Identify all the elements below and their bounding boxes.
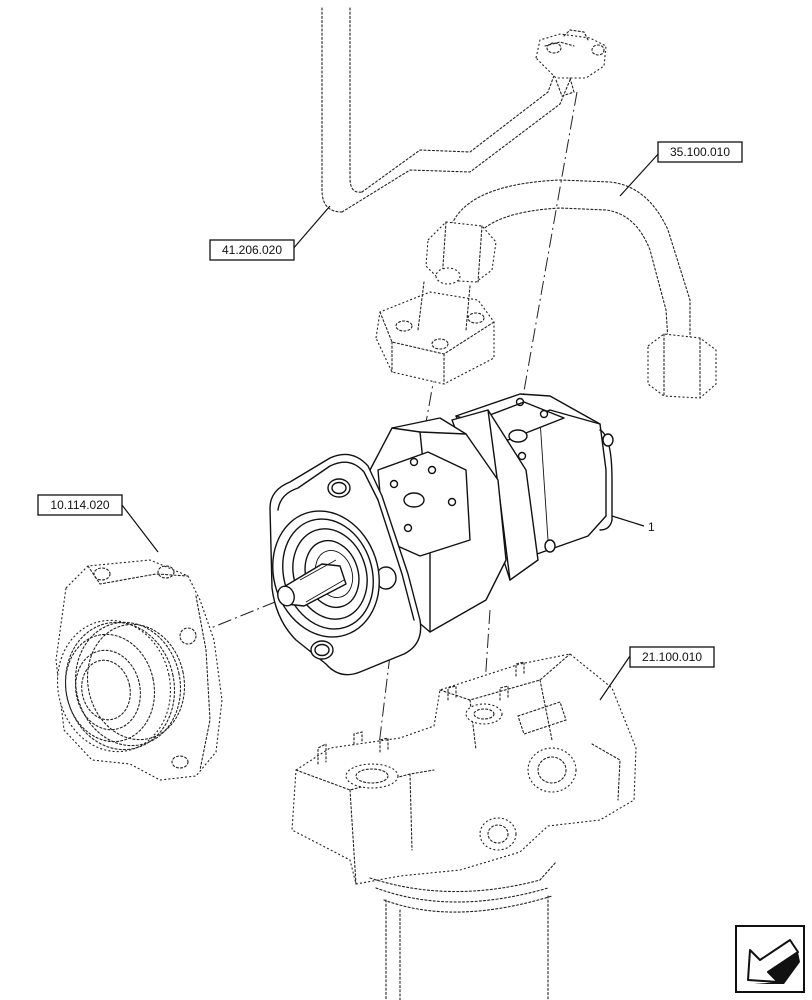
pipe-41-206-020[interactable] (321, 7, 607, 213)
callout-35-100-010[interactable]: 35.100.010 (657, 141, 743, 163)
callout-label: 35.100.010 (670, 145, 730, 159)
callout-21-100-010[interactable]: 21.100.010 (629, 646, 715, 668)
leader-lines (121, 151, 661, 701)
item-number-pump: 1 (648, 520, 655, 534)
drive-coupling-10-114-020[interactable] (46, 559, 223, 781)
callout-41-206-020[interactable]: 41.206.020 (209, 239, 295, 261)
callout-10-114-020[interactable]: 10.114.020 (37, 494, 123, 516)
callout-label: 41.206.020 (222, 243, 282, 257)
callout-label: 10.114.020 (50, 498, 109, 512)
mount-housing-21-100-010[interactable] (291, 653, 637, 1000)
hydraulic-gear-pump[interactable] (257, 393, 614, 676)
pipe-35-100-010[interactable] (375, 179, 717, 399)
callout-label: 21.100.010 (642, 650, 702, 664)
arrow-left-down-icon[interactable] (735, 925, 805, 993)
